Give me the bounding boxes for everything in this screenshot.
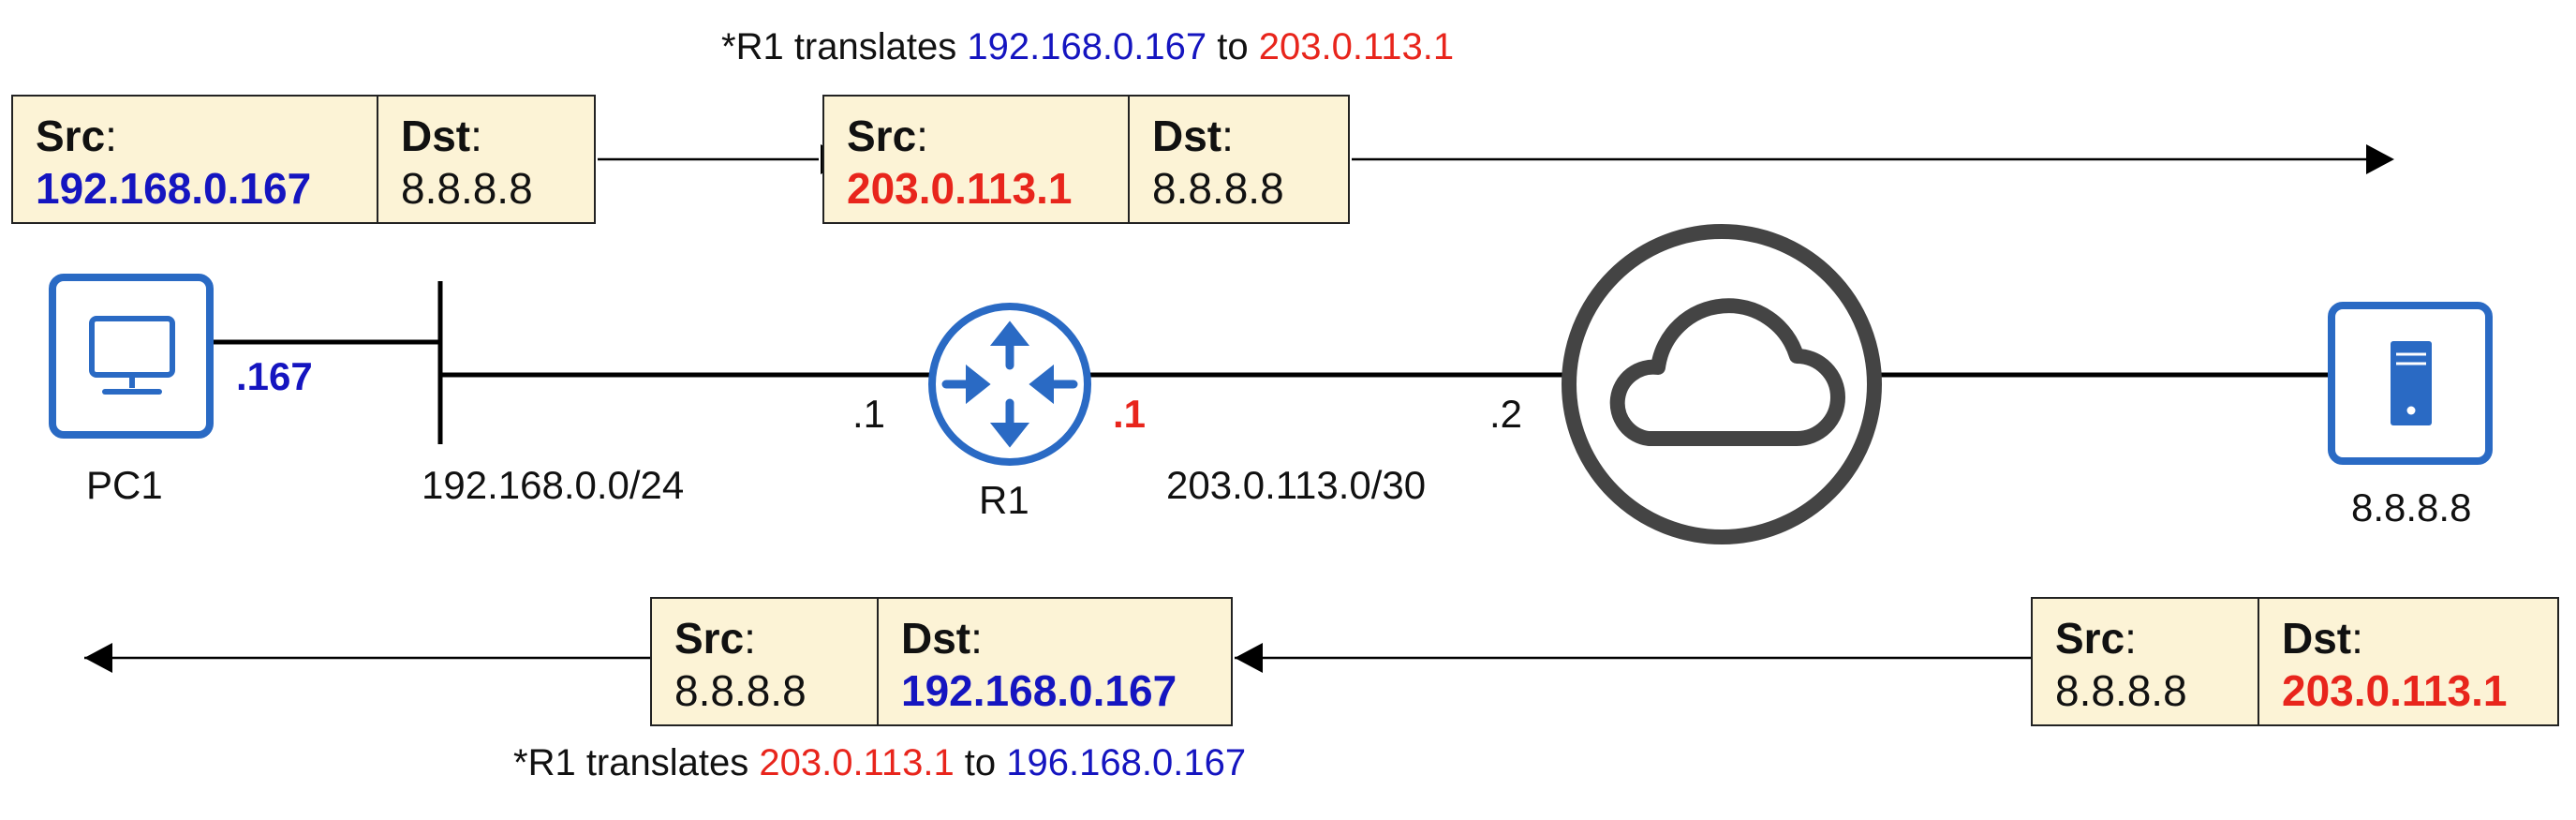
packet-dst-cell: Dst: 8.8.8.8 (377, 97, 554, 222)
r1-inside-ip: .1 (852, 392, 886, 436)
packet-dst-ip: 8.8.8.8 (1152, 164, 1284, 213)
r1-outside-ip: .1 (1113, 392, 1147, 436)
packet-dst-cell: Dst: 8.8.8.8 (1128, 97, 1305, 222)
packet-src-ip: 8.8.8.8 (2055, 666, 2187, 715)
lan-subnet-label: 192.168.0.0/24 (422, 463, 685, 507)
packet-dst-cell: Dst: 192.168.0.167 (877, 599, 1197, 724)
internet-cloud-icon[interactable] (1562, 224, 1882, 544)
packet-dst-ip: 8.8.8.8 (401, 164, 533, 213)
router-icon[interactable] (928, 303, 1091, 466)
packet-src-cell: Src: 8.8.8.8 (652, 599, 877, 724)
packet-src-cell: Src: 203.0.113.1 (824, 97, 1128, 222)
packet-src-ip: 203.0.113.1 (847, 164, 1073, 213)
packet-src-ip: 8.8.8.8 (674, 666, 807, 715)
pc1-label: PC1 (86, 463, 163, 507)
packet-outbound-translated: Src: 203.0.113.1 Dst: 8.8.8.8 (822, 95, 1350, 224)
wan-subnet-label: 203.0.113.0/30 (1166, 463, 1427, 507)
desktop-monitor-icon[interactable] (49, 274, 214, 439)
pc1-interface-ip: .167 (236, 354, 313, 398)
packet-outbound-inside: Src: 192.168.0.167 Dst: 8.8.8.8 (11, 95, 596, 224)
translation-note-bottom: *R1 translates 203.0.113.1 to 196.168.0.… (513, 742, 1247, 783)
return-arrow-1-head (1235, 643, 1263, 673)
packet-src-cell: Src: 8.8.8.8 (2033, 599, 2258, 724)
return-arrow-2-head (84, 643, 112, 673)
translation-note-top: *R1 translates 192.168.0.167 to 203.0.11… (721, 26, 1455, 67)
server-tower-icon[interactable] (2328, 302, 2493, 465)
server-label: 8.8.8.8 (2351, 485, 2472, 529)
packet-dst-ip: 203.0.113.1 (2282, 666, 2508, 715)
packet-src-cell: Src: 192.168.0.167 (13, 97, 377, 222)
outbound-arrow-2-head (2366, 144, 2394, 174)
r1-label: R1 (979, 478, 1029, 522)
packet-dst-cell: Dst: 203.0.113.1 (2258, 599, 2527, 724)
isp-interface-ip: .2 (1489, 392, 1523, 436)
packet-src-ip: 192.168.0.167 (36, 164, 312, 213)
packet-return-outside: Src: 8.8.8.8 Dst: 203.0.113.1 (2031, 597, 2559, 726)
packet-dst-ip: 192.168.0.167 (901, 666, 1177, 715)
packet-return-inside: Src: 8.8.8.8 Dst: 192.168.0.167 (650, 597, 1233, 726)
